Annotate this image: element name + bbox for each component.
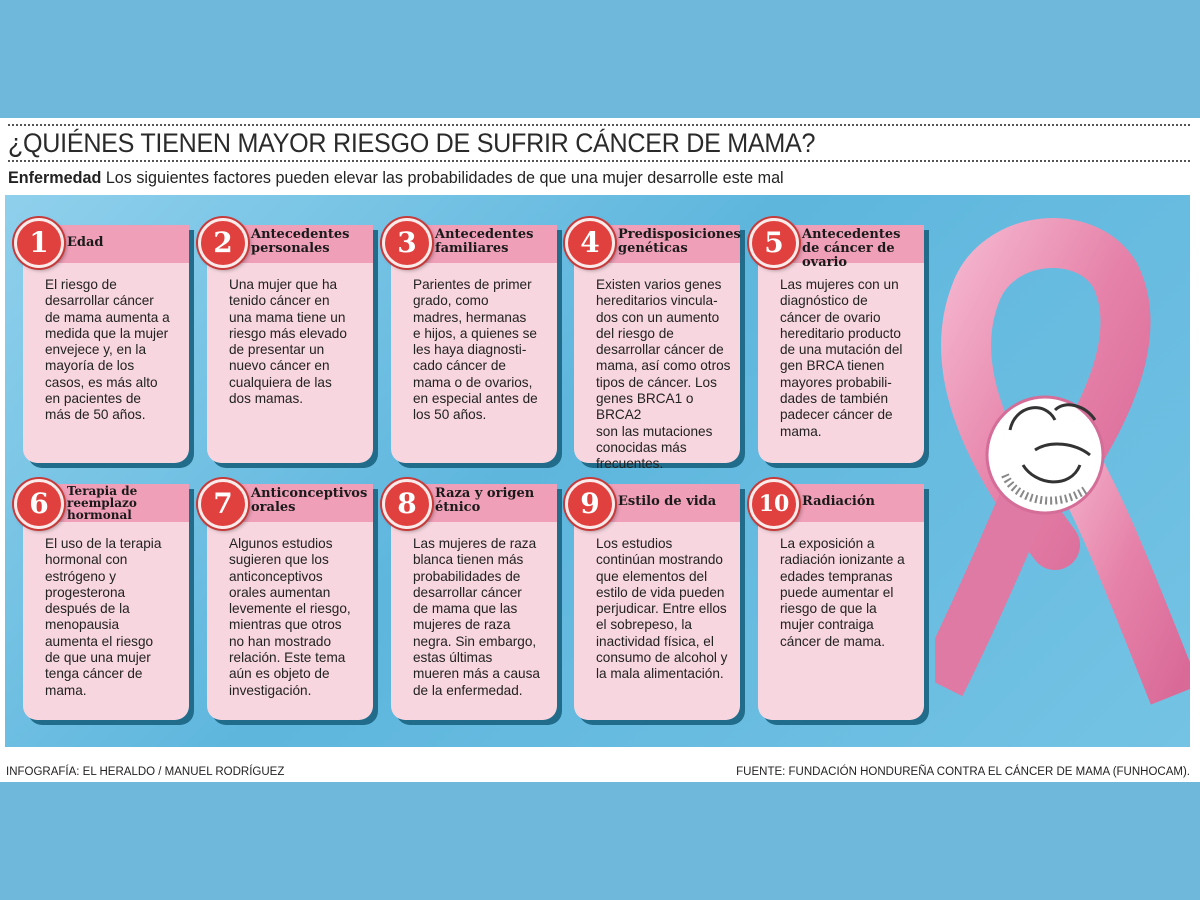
factor-title: Edad xyxy=(67,235,104,250)
factor-number: 6 xyxy=(14,479,64,529)
factor-text: Algunos estudios sugieren que los antico… xyxy=(229,536,351,698)
subtitle-lead: Enfermedad xyxy=(8,168,102,187)
factor-card-4: Predisposiciones genéticas Existen vario… xyxy=(574,225,741,471)
factor-number: 2 xyxy=(198,218,248,268)
factor-card-3: Antecedentes familiares Parientes de pri… xyxy=(391,225,557,463)
subtitle: Enfermedad Los siguientes factores puede… xyxy=(8,168,784,188)
factor-number: 9 xyxy=(565,479,615,529)
factor-number: 7 xyxy=(198,479,248,529)
divider xyxy=(8,124,1190,126)
factor-number: 8 xyxy=(382,479,432,529)
breast-self-exam-icon xyxy=(985,395,1105,515)
factor-number: 10 xyxy=(749,479,799,529)
infographic: ¿QUIÉNES TIENEN MAYOR RIESGO DE SUFRIR C… xyxy=(0,118,1200,782)
credit: INFOGRAFÍA: EL HERALDO / MANUEL RODRÍGUE… xyxy=(6,766,285,778)
factor-text: Una mujer que ha tenido cáncer en una ma… xyxy=(229,277,347,407)
factor-title: Radiación xyxy=(802,494,875,509)
divider xyxy=(8,160,1190,162)
factor-card-1: Edad El riesgo de desarrollar cáncer de … xyxy=(23,225,189,463)
source: FUENTE: FUNDACIÓN HONDUREÑA CONTRA EL CÁ… xyxy=(736,766,1190,778)
factor-title: Raza y origen étnico xyxy=(435,486,535,515)
factor-title: Predisposiciones genéticas xyxy=(618,227,741,256)
factor-card-8: Raza y origen étnico Las mujeres de raza… xyxy=(391,484,557,720)
factor-title: Antecedentes personales xyxy=(251,227,350,256)
page-title: ¿QUIÉNES TIENEN MAYOR RIESGO DE SUFRIR C… xyxy=(8,128,816,158)
factor-number: 4 xyxy=(565,218,615,268)
factor-card-7: Anticonceptivos orales Algunos estudios … xyxy=(207,484,373,720)
subtitle-text: Los siguientes factores pueden elevar la… xyxy=(101,168,784,187)
factor-title: Estilo de vida xyxy=(618,494,717,509)
factor-number: 1 xyxy=(14,218,64,268)
factor-text: La exposición a radiación ionizante a ed… xyxy=(780,536,905,649)
factor-text: El riesgo de desarrollar cáncer de mama … xyxy=(45,277,170,423)
factors-panel: Edad El riesgo de desarrollar cáncer de … xyxy=(5,195,1190,747)
factor-text: Los estudios continúan mostrando que ele… xyxy=(596,536,728,682)
factor-title: Antecedentes familiares xyxy=(435,227,534,256)
factor-title: Antecedentes de cáncer de ovario xyxy=(802,227,901,270)
factor-title: Terapia de reemplazo hormonal xyxy=(67,484,138,522)
factor-title: Anticonceptivos orales xyxy=(251,486,368,515)
pink-ribbon-icon xyxy=(935,218,1190,705)
factor-number: 3 xyxy=(382,218,432,268)
factor-number: 5 xyxy=(749,218,799,268)
factor-text: Parientes de primer grado, como madres, … xyxy=(413,277,538,423)
factor-text: Existen varios genes hereditarios vincul… xyxy=(596,277,731,472)
factor-text: Las mujeres de raza blanca tienen más pr… xyxy=(413,536,540,698)
factor-text: Las mujeres con un diagnóstico de cáncer… xyxy=(780,277,903,439)
factor-text: El uso de la terapia hormonal con estróg… xyxy=(45,536,162,698)
